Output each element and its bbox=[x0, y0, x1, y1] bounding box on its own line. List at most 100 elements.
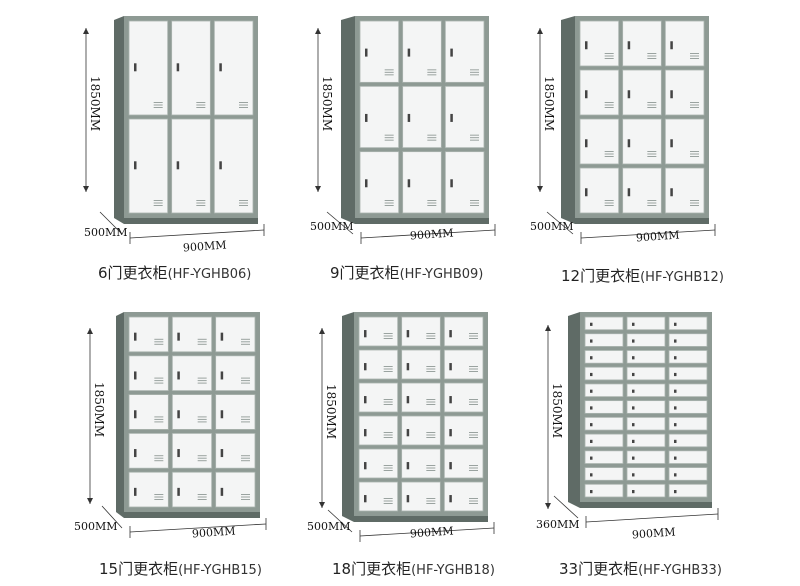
door-handle bbox=[674, 423, 677, 427]
door-handle bbox=[632, 473, 635, 477]
locker-door bbox=[584, 433, 624, 448]
depth-label: 500MM bbox=[310, 220, 354, 233]
locker-door bbox=[626, 333, 666, 347]
depth-label: 500MM bbox=[74, 520, 118, 533]
door-handle bbox=[590, 339, 593, 343]
locker-door bbox=[668, 416, 708, 431]
locker-door bbox=[584, 350, 624, 364]
arrow-head bbox=[545, 325, 551, 331]
depth-label: 500MM bbox=[307, 520, 351, 533]
door-handle bbox=[674, 356, 677, 360]
locker-door bbox=[668, 450, 708, 464]
product-name: 门更衣柜 bbox=[351, 560, 412, 578]
door-handle bbox=[674, 322, 677, 326]
locker-door bbox=[668, 483, 708, 498]
cabinet-side-panel bbox=[568, 312, 580, 508]
door-handle bbox=[674, 372, 677, 377]
door-count: 9 bbox=[330, 264, 340, 282]
product-caption: 18门更衣柜(HF-YGHB18) bbox=[332, 558, 495, 579]
locker-door bbox=[584, 366, 624, 381]
depth-label: 500MM bbox=[530, 220, 574, 233]
door-count: 15 bbox=[99, 560, 119, 578]
door-handle bbox=[632, 339, 635, 343]
locker-door bbox=[668, 333, 708, 347]
door-handle bbox=[674, 473, 677, 477]
locker-door bbox=[584, 467, 624, 481]
door-handle bbox=[674, 490, 677, 494]
model-code: (HF-YGHB12) bbox=[640, 270, 724, 285]
locker-door bbox=[584, 483, 624, 498]
door-handle bbox=[632, 439, 635, 443]
product-caption: 33门更衣柜(HF-YGHB33) bbox=[559, 558, 722, 579]
depth-label: 500MM bbox=[84, 226, 128, 239]
product-caption: 15门更衣柜(HF-YGHB15) bbox=[99, 558, 262, 579]
product-caption: 6门更衣柜(HF-YGHB06) bbox=[98, 262, 251, 283]
locker-door bbox=[584, 333, 624, 347]
door-handle bbox=[632, 389, 635, 393]
cabinet-base bbox=[580, 502, 712, 508]
locker-door bbox=[668, 467, 708, 481]
locker-door bbox=[584, 316, 624, 331]
door-handle bbox=[590, 439, 593, 443]
locker-door bbox=[668, 316, 708, 331]
locker-door bbox=[626, 450, 666, 464]
locker-door bbox=[668, 350, 708, 364]
model-code: (HF-YGHB06) bbox=[167, 267, 252, 282]
door-handle bbox=[632, 406, 635, 410]
door-handle bbox=[674, 389, 677, 393]
door-handle bbox=[590, 356, 593, 360]
model-code: (HF-YGHB09) bbox=[399, 267, 484, 282]
product-caption: 9门更衣柜(HF-YGHB09) bbox=[330, 262, 483, 283]
locker-door bbox=[584, 416, 624, 431]
door-handle bbox=[632, 490, 635, 494]
door-handle bbox=[674, 439, 677, 443]
door-handle bbox=[590, 372, 593, 377]
arrow-head bbox=[545, 503, 551, 509]
door-handle bbox=[632, 456, 635, 460]
locker-door bbox=[626, 383, 666, 398]
locker-door bbox=[668, 433, 708, 448]
locker-door bbox=[668, 400, 708, 414]
door-handle bbox=[590, 389, 593, 393]
door-handle bbox=[590, 406, 593, 410]
door-handle bbox=[590, 322, 593, 326]
product-name: 门更衣柜 bbox=[339, 264, 400, 282]
model-code: (HF-YGHB33) bbox=[638, 563, 722, 578]
locker-door bbox=[626, 350, 666, 364]
locker-door bbox=[668, 383, 708, 398]
door-handle bbox=[632, 423, 635, 427]
model-code: (HF-YGHB15) bbox=[178, 563, 262, 578]
height-label: 1850MM bbox=[550, 383, 564, 439]
door-handle bbox=[590, 456, 593, 460]
locker-door bbox=[626, 400, 666, 414]
width-label: 900MM bbox=[631, 525, 676, 542]
product-name: 门更衣柜 bbox=[578, 560, 639, 578]
locker-door bbox=[626, 416, 666, 431]
door-handle bbox=[674, 406, 677, 410]
door-handle bbox=[674, 456, 677, 460]
door-handle bbox=[590, 423, 593, 427]
product-caption: 12门更衣柜(HF-YGHB12) bbox=[561, 265, 724, 286]
locker-door bbox=[626, 316, 666, 331]
depth-label: 360MM bbox=[536, 518, 580, 531]
product-name: 门更衣柜 bbox=[107, 264, 168, 282]
depth-dimension-line bbox=[553, 495, 579, 519]
door-handle bbox=[674, 339, 677, 343]
door-handle bbox=[590, 473, 593, 477]
door-count: 33 bbox=[559, 560, 579, 578]
locker-door bbox=[584, 383, 624, 398]
locker-door bbox=[584, 450, 624, 464]
product-name: 门更衣柜 bbox=[118, 560, 179, 578]
width-dimension-line bbox=[585, 513, 719, 523]
door-handle bbox=[590, 490, 593, 494]
model-code: (HF-YGHB18) bbox=[411, 563, 495, 578]
door-handle bbox=[632, 372, 635, 377]
locker-door bbox=[626, 433, 666, 448]
door-count: 12 bbox=[561, 267, 581, 285]
locker-door bbox=[668, 366, 708, 381]
locker-door bbox=[584, 400, 624, 414]
cabinet-body bbox=[580, 312, 712, 508]
locker-door bbox=[626, 366, 666, 381]
locker-door bbox=[626, 467, 666, 481]
